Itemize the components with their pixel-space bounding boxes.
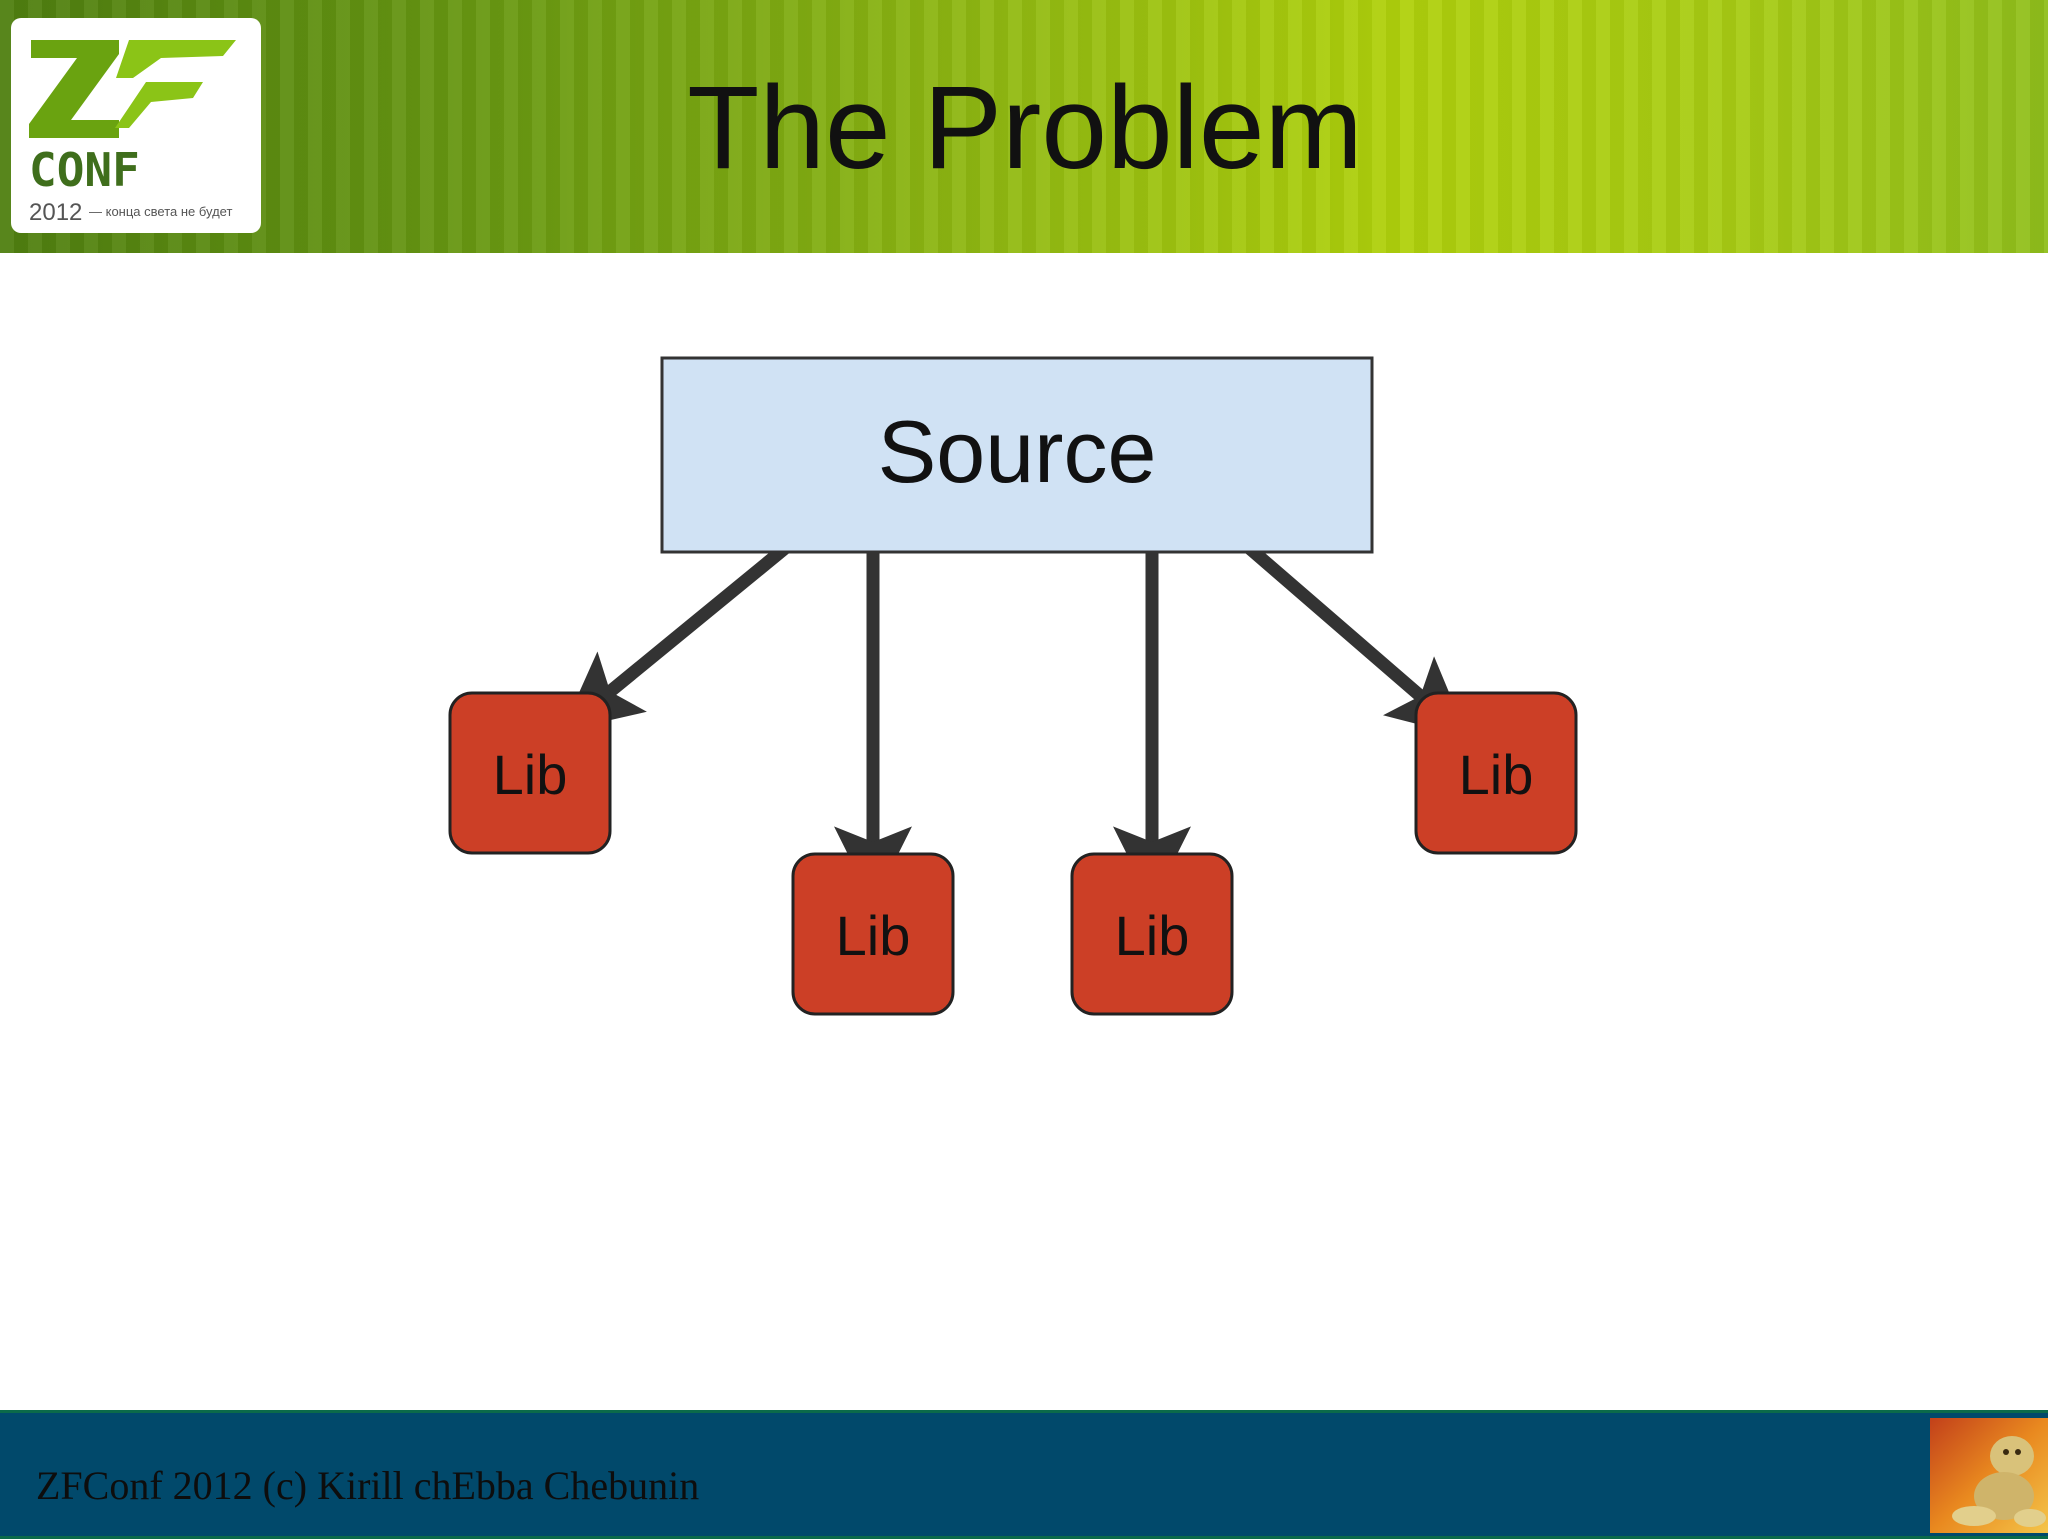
lib-label: Lib [493, 743, 568, 806]
lib-node-2: Lib [791, 852, 955, 1016]
footer-credit: ZFConf 2012 (c) Kirill chEbba Chebunin [36, 1463, 700, 1508]
arrow-source-to-lib-4 [1235, 535, 1468, 737]
lib-node-1: Lib [448, 691, 612, 855]
source-node: Source [660, 356, 1374, 554]
logo-conf-text: CONF [29, 143, 140, 197]
lib-node-3: Lib [1070, 852, 1234, 1016]
slide-title: The Problem [687, 62, 1363, 194]
header-banner: CONF 2012 — конца света не будет The Pro… [0, 0, 2048, 253]
zfconf-logo: CONF 2012 — конца света не будет [11, 18, 261, 233]
dependency-diagram: Source Lib Lib Lib Lib [448, 356, 1578, 1016]
arrow-source-to-lib-1 [561, 534, 800, 732]
logo-graphic: CONF 2012 — конца света не будет [29, 40, 236, 226]
logo-tagline: — конца света не будет [89, 204, 232, 219]
footer-mascot-image [1930, 1418, 2048, 1533]
lib-label: Lib [1115, 904, 1190, 967]
logo-year: 2012 [29, 199, 82, 226]
source-label: Source [878, 402, 1157, 501]
footer-bar [0, 1410, 2048, 1539]
lib-label: Lib [836, 904, 911, 967]
lib-node-4: Lib [1414, 691, 1578, 855]
lib-label: Lib [1459, 743, 1534, 806]
